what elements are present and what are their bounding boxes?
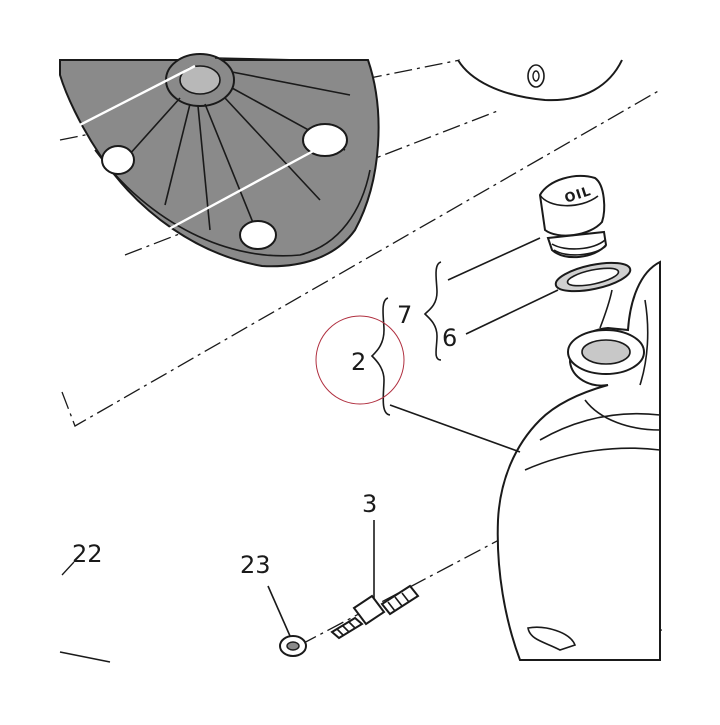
upper-housing-outline	[457, 59, 623, 102]
oil-tank-body	[496, 260, 661, 661]
threaded-stud	[330, 584, 420, 640]
callout-3: 3	[362, 490, 377, 518]
side-cover-hub-bore	[179, 65, 221, 95]
axis-highlight-middle	[129, 140, 331, 252]
part-22-leader	[61, 561, 75, 576]
callout-23: 23	[240, 551, 271, 579]
washer	[279, 635, 307, 657]
side-cover	[59, 53, 380, 268]
callout-22: 22	[72, 540, 103, 568]
stud-hex-collar	[352, 594, 386, 626]
stud-upper-thread	[380, 584, 420, 616]
cover-boundary-line	[61, 89, 661, 427]
oil-tank-emblem	[527, 626, 577, 651]
filler-neck-guide	[599, 289, 613, 329]
cap-group-brace	[423, 261, 442, 361]
assembly-brace	[370, 297, 391, 416]
callout-braces	[267, 237, 559, 637]
callout-7: 7	[397, 301, 412, 329]
leader-washer	[267, 585, 291, 637]
oil-cap-thread	[546, 230, 608, 259]
annotation-highlight-circle	[315, 315, 405, 405]
upper-housing-bolt	[527, 64, 545, 88]
leader-oil-cap	[447, 237, 541, 281]
oil-tank	[496, 260, 661, 661]
stud-lower-thread	[330, 616, 364, 640]
leader-seal-ring	[465, 289, 559, 335]
callout-2: 2	[351, 348, 366, 376]
side-cover-body	[59, 59, 380, 268]
upper-housing	[457, 59, 623, 102]
sealing-ring	[554, 261, 632, 293]
leader-oil-tank	[389, 404, 521, 453]
callout-6: 6	[442, 324, 457, 352]
oil-filler-cap: OIL	[538, 174, 608, 259]
callout-numbers: 7 6 2 3 23 22	[72, 301, 457, 579]
side-cover-bolt-bosses	[101, 123, 348, 250]
axis-highlight-top	[69, 64, 196, 132]
lower-bracket-edge	[59, 651, 111, 663]
